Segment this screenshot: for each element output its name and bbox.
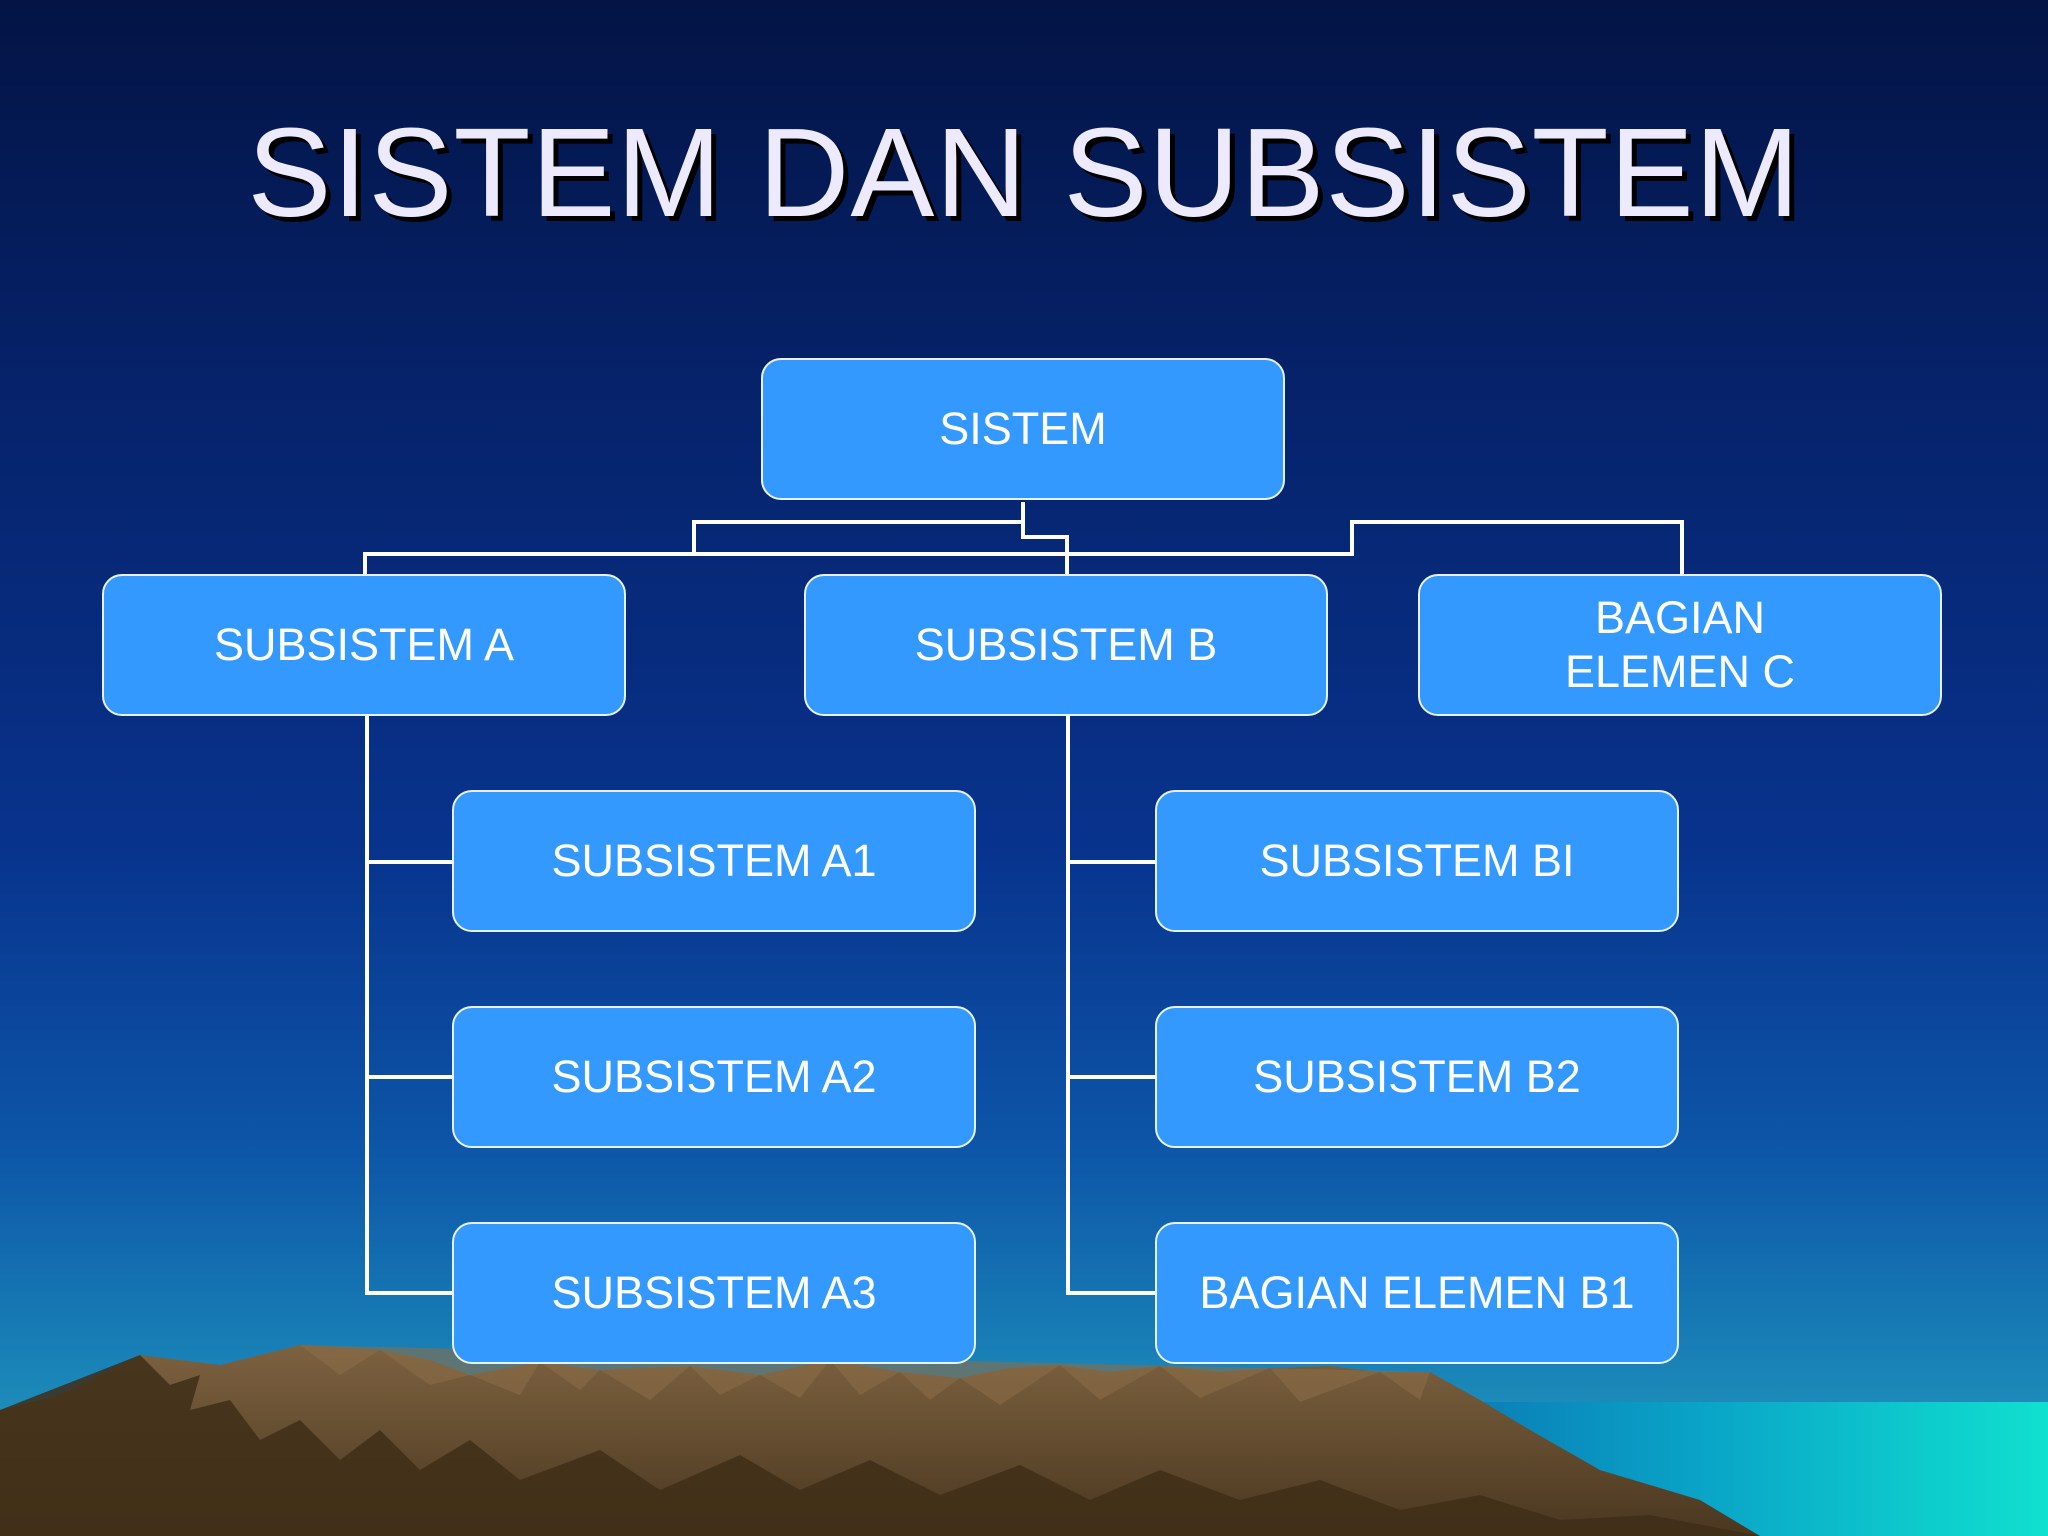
node-label: SUBSISTEM A3 xyxy=(551,1267,877,1318)
node-label: SUBSISTEM A1 xyxy=(551,835,877,886)
node-subsistem-a3: SUBSISTEM A3 xyxy=(452,1222,976,1364)
node-sistem: SISTEM xyxy=(761,358,1285,500)
node-label: SUBSISTEM B2 xyxy=(1253,1051,1581,1102)
node-label: SUBSISTEM B xyxy=(914,619,1218,670)
node-label: SUBSISTEM A2 xyxy=(551,1051,877,1102)
page-title: SISTEM DAN SUBSISTEM xyxy=(247,102,1801,243)
node-subsistem-b: SUBSISTEM B xyxy=(804,574,1328,716)
node-label: BAGIAN ELEMEN C xyxy=(1564,592,1796,697)
connector-sistem-to-subsistem-b xyxy=(1021,522,1069,574)
node-bagian-elemen-c: BAGIAN ELEMEN C xyxy=(1418,574,1942,716)
connector-sistem-to-bagian-elemen-c xyxy=(1023,520,1684,574)
node-label: SUBSISTEM BI xyxy=(1259,835,1575,886)
node-subsistem-b2: SUBSISTEM B2 xyxy=(1155,1006,1679,1148)
connector-trunk-a xyxy=(365,716,454,1295)
connector-trunk-b xyxy=(1066,716,1156,1295)
node-label: BAGIAN ELEMEN B1 xyxy=(1199,1267,1635,1318)
node-subsistem-a1: SUBSISTEM A1 xyxy=(452,790,976,932)
node-label: SUBSISTEM A xyxy=(213,619,515,670)
node-subsistem-a: SUBSISTEM A xyxy=(102,574,626,716)
mountain-shadow xyxy=(0,1355,1760,1536)
connector-sistem-to-subsistem-a xyxy=(363,502,1025,574)
node-subsistem-bi: SUBSISTEM BI xyxy=(1155,790,1679,932)
node-subsistem-a2: SUBSISTEM A2 xyxy=(452,1006,976,1148)
node-bagian-elemen-b1: BAGIAN ELEMEN B1 xyxy=(1155,1222,1679,1364)
node-label: SISTEM xyxy=(939,403,1107,454)
